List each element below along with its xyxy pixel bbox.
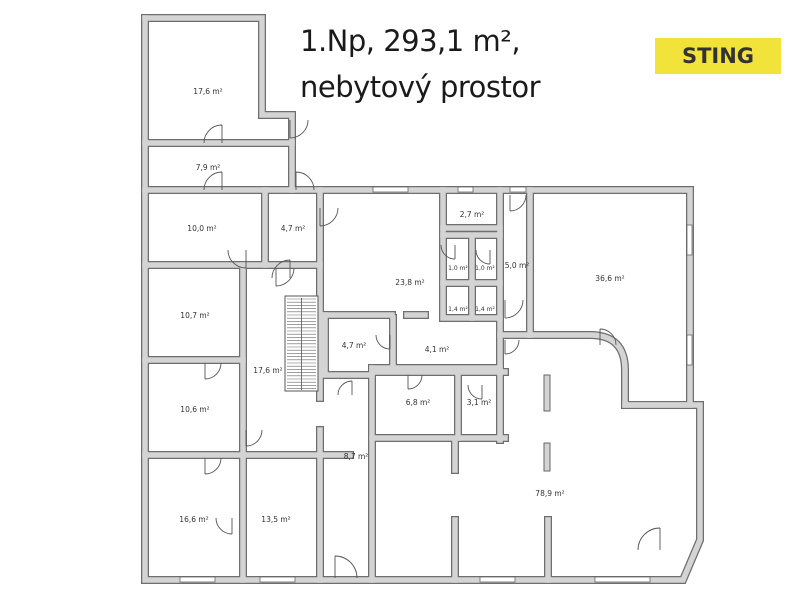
window [594, 576, 651, 583]
room-label: 17,6 m² [193, 87, 222, 96]
room-label: 2,7 m² [460, 210, 485, 219]
door-swing [467, 384, 483, 400]
wall [142, 15, 693, 408]
window [372, 186, 409, 193]
wall [322, 312, 375, 378]
door-swing [334, 555, 358, 579]
door-swing [337, 380, 353, 396]
window [686, 224, 693, 256]
wall [440, 232, 503, 321]
room-label: 36,6 m² [595, 274, 624, 283]
door-swing [204, 457, 222, 475]
room-label: 17,6 m² [253, 366, 282, 375]
door-swing [375, 334, 391, 350]
door-swing [504, 339, 520, 355]
door-swing [289, 119, 309, 139]
door-swing [509, 194, 527, 212]
plan-subtitle: nebytový prostor [300, 70, 541, 104]
pillar [543, 442, 551, 472]
room-label: 3,1 m² [467, 398, 492, 407]
window [259, 576, 296, 583]
room-label: 23,8 m² [395, 278, 424, 287]
room-label: 16,6 m² [179, 515, 208, 524]
windows [179, 186, 693, 583]
door-swing [295, 171, 315, 191]
room-label: 78,9 m² [535, 489, 564, 498]
wall [142, 15, 703, 583]
door-swing [275, 267, 295, 287]
door-swing [504, 299, 524, 319]
door-swing [203, 171, 223, 191]
window [509, 186, 527, 193]
room-label: 13,5 m² [261, 515, 290, 524]
door-swing [271, 259, 291, 279]
pillar [543, 374, 551, 412]
room-label: 8,7 m² [344, 452, 369, 461]
room-label: 4,1 m² [425, 345, 450, 354]
door-swing [245, 429, 263, 447]
window [179, 576, 216, 583]
room-label: 4,7 m² [342, 341, 367, 350]
room-label: 5,0 m² [505, 261, 530, 270]
room-label: 1,0 m² [448, 265, 468, 272]
window [479, 576, 516, 583]
door-swing [440, 244, 456, 260]
doors [203, 119, 661, 579]
room-label: 7,9 m² [196, 163, 221, 172]
room-labels: 17,6 m² 7,9 m² 10,0 m² 4,7 m² 23,8 m² 2,… [179, 87, 624, 524]
plan-title: 1.Np, 293,1 m², [300, 24, 521, 58]
door-swing [407, 374, 423, 390]
room-label: 10,0 m² [187, 224, 216, 233]
room-label: 10,6 m² [180, 405, 209, 414]
door-swing [227, 249, 247, 269]
room-label: 4,7 m² [281, 224, 306, 233]
room-label: 1,0 m² [475, 265, 495, 272]
room-label: 1,4 m² [448, 306, 468, 313]
staircase [284, 295, 319, 392]
window [457, 186, 474, 193]
door-swing [599, 328, 617, 346]
room-label: 6,8 m² [406, 398, 431, 407]
door-swing [475, 249, 491, 265]
door-swing [215, 517, 233, 535]
door-swing [204, 362, 222, 380]
room-label: 1,4 m² [475, 306, 495, 313]
door-swing [637, 527, 661, 551]
window [686, 334, 693, 366]
room-label: 10,7 m² [180, 311, 209, 320]
door-swing [203, 124, 223, 144]
brand-logo: STING [655, 38, 781, 74]
door-swing [319, 207, 339, 227]
